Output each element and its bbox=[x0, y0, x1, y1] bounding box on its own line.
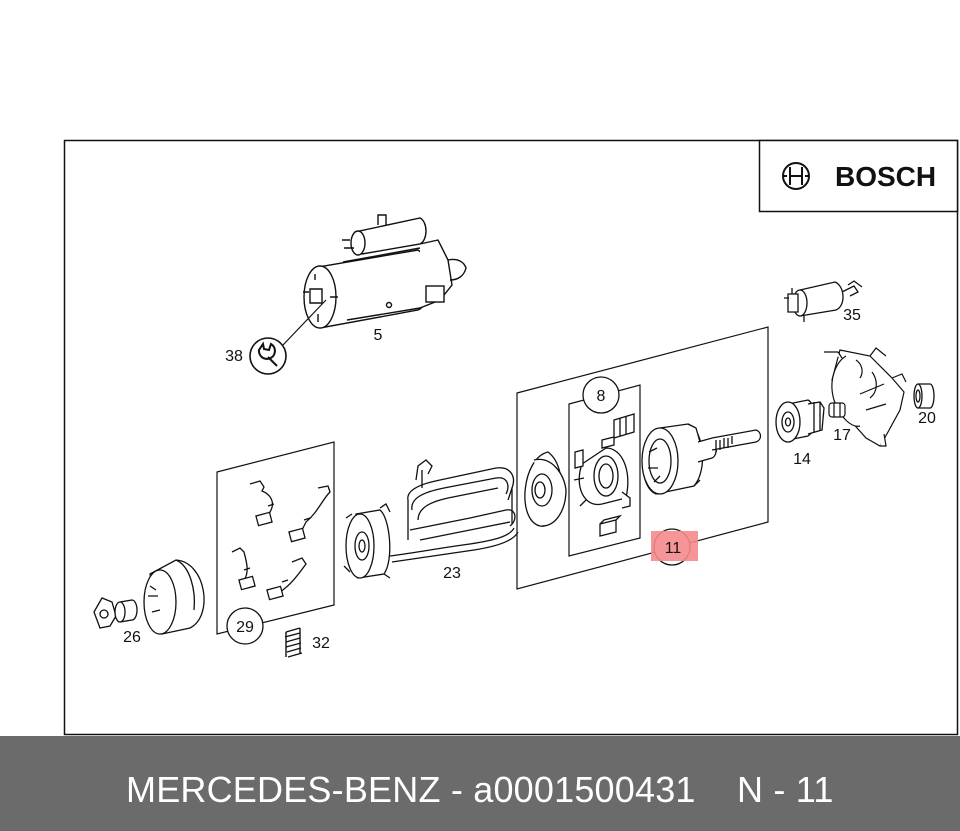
solenoid-switch-drawing bbox=[784, 280, 863, 322]
callout-11[interactable]: 11 bbox=[665, 540, 682, 557]
bosch-logo: BOSCH bbox=[758, 139, 959, 213]
brush-set-drawing bbox=[231, 480, 331, 601]
lever-17-drawing bbox=[828, 402, 846, 418]
footer-reference: N - 11 bbox=[737, 769, 834, 810]
spring-32-drawing bbox=[284, 627, 303, 658]
callout-35[interactable]: 35 bbox=[843, 307, 861, 324]
bushing-20-drawing bbox=[913, 383, 935, 409]
callout-17[interactable]: 17 bbox=[833, 427, 851, 444]
callout-32[interactable]: 32 bbox=[312, 635, 330, 652]
intermediate-bearing-drawing bbox=[524, 451, 567, 527]
callout-29[interactable]: 29 bbox=[236, 619, 254, 636]
callout-23[interactable]: 23 bbox=[443, 565, 461, 582]
field-frame-23-drawing bbox=[343, 459, 519, 579]
starter-motor-drawing bbox=[303, 214, 467, 329]
callout-circle-8 bbox=[582, 376, 620, 414]
callout-38[interactable]: 38 bbox=[225, 348, 243, 365]
callout-14[interactable]: 14 bbox=[793, 451, 811, 468]
logo-text: BOSCH bbox=[835, 161, 936, 192]
callout-20[interactable]: 20 bbox=[918, 410, 936, 427]
kit-outline-29 bbox=[216, 441, 335, 635]
pinion-14-drawing bbox=[775, 399, 825, 443]
bosch-armature-icon bbox=[782, 162, 810, 190]
callout-circle-29 bbox=[226, 607, 264, 645]
footer-bar bbox=[0, 736, 960, 831]
callout-26[interactable]: 26 bbox=[123, 629, 141, 646]
end-cover-26-drawing bbox=[93, 559, 205, 635]
bosch-armature-mark bbox=[784, 167, 808, 185]
diagram-frame bbox=[63, 139, 959, 736]
tool-wrench-icon bbox=[249, 299, 327, 375]
brush-holder-kit-drawing bbox=[573, 413, 635, 537]
highlight-part-11[interactable] bbox=[651, 531, 698, 561]
footer-title: MERCEDES-BENZ - a0001500431 bbox=[126, 769, 696, 810]
callout-5[interactable]: 5 bbox=[374, 327, 383, 344]
planetary-gear-drawing bbox=[641, 423, 762, 495]
callout-8[interactable]: 8 bbox=[597, 388, 606, 405]
kit-outline-11 bbox=[516, 326, 769, 590]
